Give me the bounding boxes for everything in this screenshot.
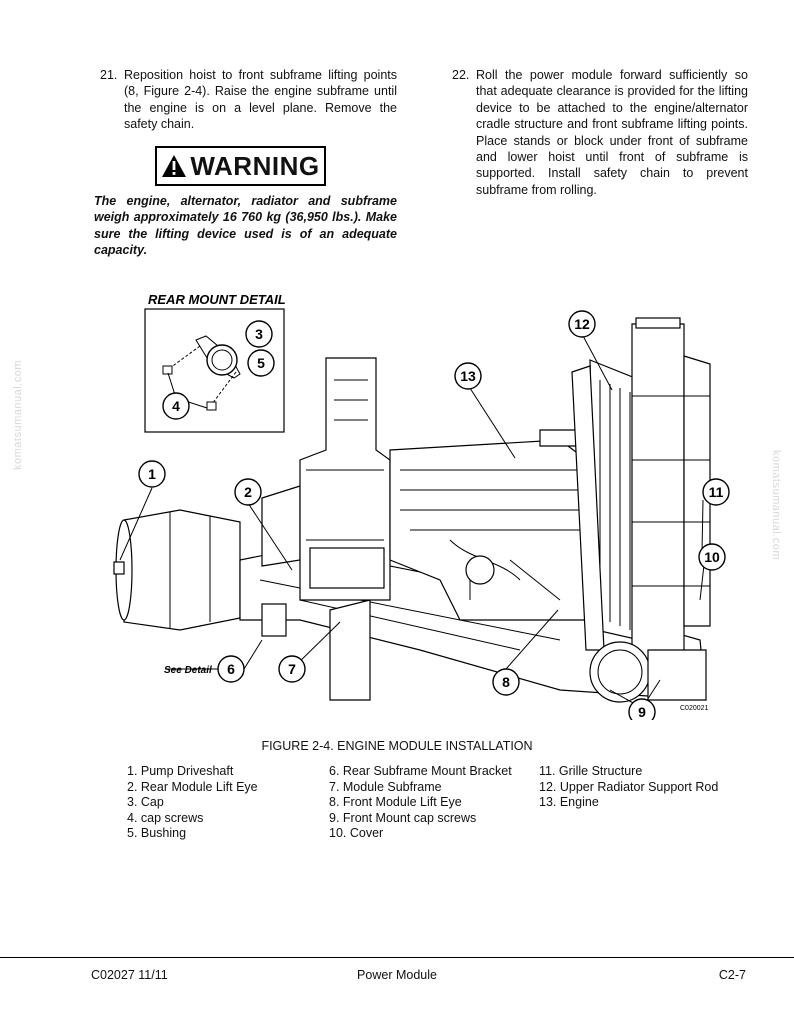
fan-cover bbox=[589, 641, 707, 703]
callout-4: 4 bbox=[162, 392, 190, 420]
svg-text:12: 12 bbox=[574, 316, 590, 332]
svg-text:13: 13 bbox=[460, 368, 476, 384]
svg-text:4: 4 bbox=[172, 398, 180, 414]
callout-9: 9 bbox=[628, 698, 656, 720]
step-21: 21. Reposition hoist to front subframe l… bbox=[100, 67, 397, 133]
svg-text:8: 8 bbox=[502, 674, 510, 690]
engine-block bbox=[389, 429, 601, 621]
figure-caption: FIGURE 2-4. ENGINE MODULE INSTALLATION bbox=[261, 739, 533, 753]
legend-item: 11. Grille Structure bbox=[539, 764, 643, 778]
legend-column-2: 6. Rear Subframe Mount Bracket 7. Module… bbox=[329, 764, 512, 842]
legend-item: 5. Bushing bbox=[127, 826, 187, 841]
callout-8: 8 bbox=[492, 668, 520, 696]
svg-text:11: 11 bbox=[709, 484, 724, 500]
callout-6: 6 bbox=[217, 655, 245, 683]
callout-1: 1 bbox=[138, 460, 166, 488]
legend-item: 13. Engine bbox=[539, 795, 599, 810]
legend-item: 2. Rear Module Lift Eye bbox=[127, 779, 258, 794]
legend-item: 1. Pump Driveshaft bbox=[127, 764, 234, 778]
callout-5: 5 bbox=[247, 349, 275, 377]
footer-page-number: C2-7 bbox=[718, 968, 746, 982]
callout-11: 11 bbox=[702, 478, 730, 506]
bushing-drawing bbox=[162, 335, 241, 411]
legend-item: 8. Front Module Lift Eye bbox=[329, 795, 462, 810]
warning-triangle-icon bbox=[162, 155, 187, 177]
legend-item: 7. Module Subframe bbox=[329, 779, 442, 794]
rear-subframe-mount-bracket bbox=[261, 603, 287, 637]
figure-code: C020021 bbox=[680, 705, 709, 712]
svg-text:10: 10 bbox=[704, 549, 720, 565]
step-number: 22. bbox=[452, 68, 470, 82]
legend-item: 3. Cap bbox=[127, 795, 164, 810]
legend-item: 10. Cover bbox=[329, 826, 384, 841]
svg-text:1: 1 bbox=[148, 466, 156, 482]
footer-section-title: Power Module bbox=[357, 968, 437, 982]
svg-text:3: 3 bbox=[255, 326, 263, 342]
warning-text: The engine, alternator, radiator and sub… bbox=[94, 194, 397, 258]
warning-banner: WARNING bbox=[155, 146, 326, 186]
svg-text:5: 5 bbox=[257, 355, 265, 371]
callout-7: 7 bbox=[278, 655, 306, 683]
callout-2: 2 bbox=[234, 478, 262, 506]
legend-column-3: 11. Grille Structure 12. Upper Radiator … bbox=[539, 764, 718, 811]
grille-structure bbox=[631, 317, 711, 661]
warning-label: WARNING bbox=[190, 150, 320, 181]
svg-text:9: 9 bbox=[638, 704, 646, 720]
engine-module-figure: REAR MOUNT DETAIL bbox=[0, 280, 794, 720]
svg-text:6: 6 bbox=[227, 661, 235, 677]
callout-12: 12 bbox=[568, 310, 596, 338]
step-22: 22. Roll the power module forward suffic… bbox=[452, 67, 748, 198]
footer-doc-code: C02027 11/11 bbox=[91, 968, 168, 982]
step-text: Roll the power module forward sufficient… bbox=[476, 68, 748, 197]
rear-lift-tower bbox=[299, 357, 391, 601]
footer-divider bbox=[0, 957, 794, 958]
legend-item: 9. Front Mount cap screws bbox=[329, 810, 477, 825]
radiator-core bbox=[571, 359, 641, 651]
callout-13: 13 bbox=[454, 362, 482, 390]
legend-item: 12. Upper Radiator Support Rod bbox=[539, 779, 719, 794]
svg-text:2: 2 bbox=[244, 484, 252, 500]
step-text: Reposition hoist to front subframe lifti… bbox=[124, 68, 397, 132]
engine-module-drawing: REAR MOUNT DETAIL bbox=[113, 292, 730, 720]
legend-item: 6. Rear Subframe Mount Bracket bbox=[329, 764, 512, 778]
callout-3: 3 bbox=[245, 320, 273, 348]
pump-driveshaft-housing bbox=[113, 509, 241, 631]
rear-mount-detail-title: REAR MOUNT DETAIL bbox=[148, 292, 286, 307]
legend-item: 4. cap screws bbox=[127, 810, 204, 825]
rear-mount-detail-box bbox=[144, 308, 285, 433]
svg-text:7: 7 bbox=[288, 661, 296, 677]
callout-10: 10 bbox=[698, 543, 726, 571]
step-number: 21. bbox=[100, 68, 118, 82]
legend-column-1: 1. Pump Driveshaft 2. Rear Module Lift E… bbox=[127, 764, 258, 842]
see-detail-label: See Detail bbox=[164, 665, 212, 676]
